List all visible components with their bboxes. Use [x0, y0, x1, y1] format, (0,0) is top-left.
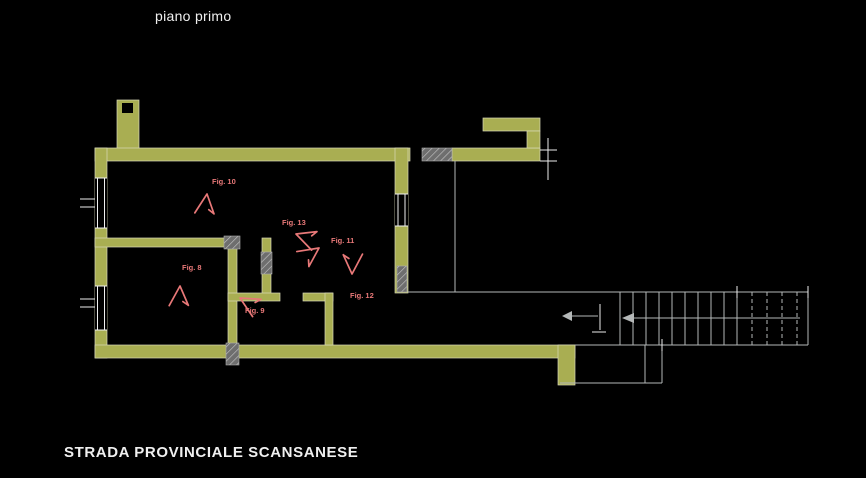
figure-markers: Fig. 10 Fig. 13 Fig. 11 Fig. 8 Fig. 12 F… — [168, 177, 374, 318]
figure-marker-label: Fig. 12 — [350, 291, 374, 300]
figure-marker: Fig. 13 — [282, 218, 318, 251]
parapet-side — [526, 130, 541, 149]
partition-vertical-mid — [227, 237, 238, 346]
figure-marker-label: Fig. 13 — [282, 218, 306, 227]
terrace-lines — [408, 161, 808, 293]
wall-openings — [223, 147, 453, 366]
bottom-right-pier — [557, 344, 576, 386]
camera-angle-icon — [168, 285, 190, 307]
figure-marker-label: Fig. 11 — [331, 236, 354, 245]
figure-marker: Fig. 8 — [168, 263, 202, 307]
figure-marker: Fig. 12 — [342, 253, 374, 300]
figure-marker-label: Fig. 10 — [212, 177, 236, 186]
opening-hatch — [223, 235, 241, 250]
partition-horizontal-left — [94, 237, 236, 248]
landing-lines — [560, 345, 663, 384]
figure-marker-label: Fig. 8 — [182, 263, 202, 272]
figure-marker: Fig. 11 — [295, 236, 354, 268]
street-label: STRADA PROVINCIALE SCANSANESE — [64, 444, 359, 461]
page-title: piano primo — [155, 8, 232, 24]
figure-marker-label: Fig. 9 — [245, 306, 265, 315]
camera-angle-icon — [239, 297, 262, 318]
section-marks — [540, 138, 557, 180]
parapet-top — [482, 117, 541, 132]
top-wall-left — [94, 147, 411, 162]
opening-hatch — [396, 265, 408, 293]
stair-walk-line — [622, 313, 800, 323]
window — [395, 193, 408, 227]
opening-hatch — [225, 342, 240, 366]
windows — [80, 177, 408, 331]
camera-angle-icon — [193, 193, 215, 215]
window — [95, 177, 107, 229]
stairs — [560, 286, 809, 384]
interior-walls — [94, 237, 334, 346]
wall-ticks — [80, 198, 95, 308]
camera-angle-icon — [295, 247, 320, 268]
partition-fig9-top-left — [227, 292, 281, 302]
window — [95, 285, 107, 331]
landing-arrow — [562, 304, 606, 333]
bottom-wall — [94, 344, 576, 359]
opening-hatch — [260, 251, 273, 275]
camera-angle-icon — [342, 253, 364, 275]
figure-marker: Fig. 9 — [239, 297, 265, 318]
camera-angle-icon — [295, 230, 318, 251]
partition-fig9-right — [324, 292, 334, 346]
figure-marker: Fig. 10 — [193, 177, 236, 215]
top-wall-right — [451, 147, 541, 162]
opening-hatch — [421, 147, 453, 162]
chimney-flue — [122, 103, 133, 113]
